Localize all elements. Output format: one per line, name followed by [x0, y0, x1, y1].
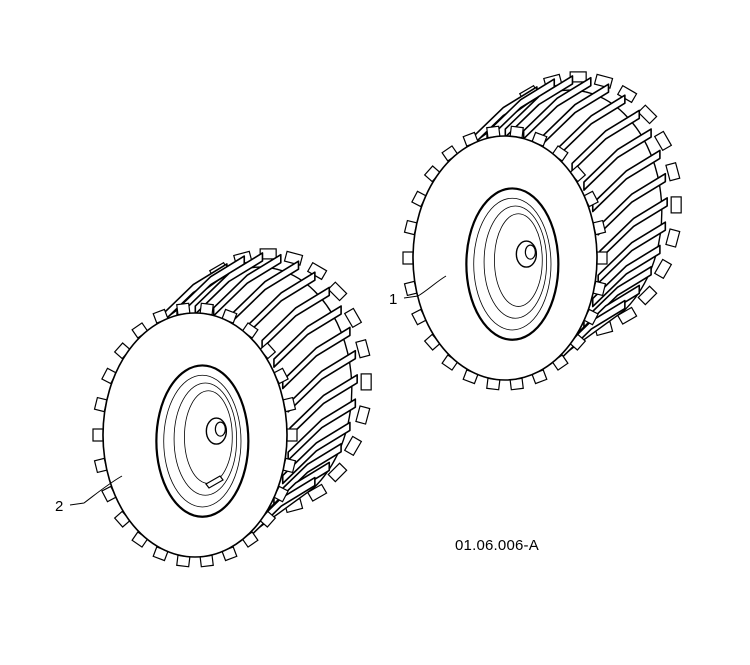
- callout-1: 1: [389, 275, 447, 308]
- wheel-2-back-lug: [306, 483, 328, 502]
- wheel-2-tread-chevron: [287, 349, 357, 413]
- wheel-2-sidewall-lug: [286, 428, 298, 442]
- wheel-1-tread-chevron: [591, 244, 661, 308]
- wheel-2-back-lug: [327, 462, 348, 483]
- drawing-code: 01.06.006-A: [455, 537, 539, 554]
- wheel-1-rim-ring: [483, 205, 548, 319]
- wheel-2-back-lug: [355, 405, 371, 425]
- wheel-2-back-lug: [355, 339, 371, 359]
- wheel-1-back-lug: [665, 228, 681, 248]
- wheel-1-rim: [465, 187, 560, 341]
- wheel-1-illustration: [402, 71, 682, 391]
- wheel-2-illustration: [92, 248, 372, 568]
- wheel-1-sidewall-lug: [402, 251, 414, 265]
- wheel-2-back-lug: [360, 373, 372, 391]
- wheel-1-back-lug: [653, 258, 673, 280]
- wheel-2-back-lug: [283, 250, 304, 266]
- wheel-2-tread-chevron: [281, 421, 351, 485]
- wheel-1-tread-chevron: [591, 149, 661, 213]
- callout-1-label: 1: [389, 291, 397, 308]
- wheel-2-rim-ring: [163, 374, 242, 508]
- wheel-1-back-lug: [637, 285, 658, 306]
- wheel-1-axle: [524, 244, 536, 260]
- wheel-1-tread-chevron: [597, 172, 667, 236]
- callout-2: 2: [55, 475, 123, 515]
- wheel-2-sidewall-lug: [92, 428, 104, 442]
- callout-2-leader: [69, 475, 123, 506]
- wheel-2-rim: [155, 364, 250, 518]
- wheel-2-tread-chevron: [281, 326, 351, 390]
- wheel-1-back-lug: [637, 104, 658, 125]
- wheel-2-valve-stem: [205, 475, 224, 489]
- wheel-1-back-lug: [670, 196, 682, 214]
- wheel-1-rim-ring: [494, 213, 543, 307]
- wheel-2-back-lug: [327, 281, 348, 302]
- wheel-1-back-lug: [616, 306, 638, 325]
- wheel-2-back-lug: [343, 307, 363, 329]
- wheel-1-back-lug: [593, 73, 614, 89]
- wheel-1-tread-chevron: [583, 128, 652, 191]
- wheel-1-sidewall-lug: [596, 251, 608, 265]
- wheel-2-back-lug: [343, 435, 363, 457]
- wheel-1-back-lug: [653, 130, 673, 152]
- callout-2-label: 2: [55, 498, 63, 515]
- callout-1-leader: [403, 275, 447, 299]
- wheel-2-axle: [214, 421, 226, 437]
- wheel-2-rim-ring: [173, 382, 238, 496]
- wheel-1-rim-ring: [473, 197, 552, 331]
- wheel-1-back-lug: [665, 162, 681, 182]
- wheel-2-tread-chevron: [273, 305, 342, 368]
